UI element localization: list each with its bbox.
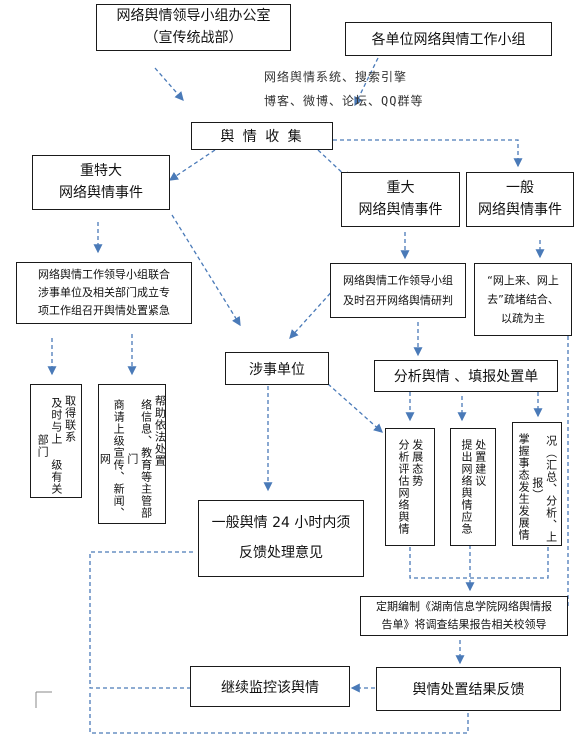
- collect-box: 舆 情 收 集: [191, 122, 333, 150]
- general-action-box: “网上来、网上 去”疏堵结合、 以疏为主: [474, 263, 572, 336]
- continue-monitor-box: 继续监控该舆情: [190, 666, 350, 707]
- major-special-box: 重特大 网络舆情事件: [32, 155, 170, 210]
- special-action-box: 网络舆情工作领导小组联合 涉事单位及相关部门成立专 项工作组召开舆情处置紧急: [16, 262, 192, 324]
- general-line2: 网络舆情事件: [478, 201, 562, 218]
- propose-advice-col1: 提出网络舆情应急: [460, 439, 473, 535]
- unit-group-box: 各单位网络舆情工作小组: [345, 22, 552, 56]
- feedback-24h-box: 一般舆情 24 小时内须 反馈处理意见: [198, 500, 364, 577]
- propose-advice-box: 提出网络舆情应急 处置建议: [450, 428, 496, 546]
- special-action-line3: 项工作组召开舆情处置紧急: [38, 304, 170, 318]
- result-feedback-box: 舆情处置结果反馈: [376, 667, 561, 711]
- involved-unit-label: 涉事单位: [249, 361, 305, 378]
- major-action-box: 网络舆情工作领导小组 及时召开网络舆情研判: [330, 263, 466, 318]
- major-box: 重大 网络舆情事件: [341, 172, 460, 227]
- major-special-line1: 重特大: [80, 162, 122, 179]
- unit-group-label: 各单位网络舆情工作小组: [371, 32, 526, 48]
- analyze-eval-col1: 分析评估网络舆情: [397, 439, 410, 535]
- sources-note-line1: 网络舆情系统、搜索引擎: [264, 70, 408, 84]
- major-special-line2: 网络舆情事件: [59, 184, 143, 201]
- general-action-line1: “网上来、网上: [487, 273, 559, 287]
- collect-label: 舆 情 收 集: [220, 129, 304, 145]
- grasp-situation-box: 掌握事态发生发展情 况（汇总、分析、上报）: [512, 422, 562, 546]
- major-action-line2: 及时召开网络舆情研判: [343, 293, 453, 307]
- major-line1: 重大: [386, 179, 415, 196]
- special-action-line2: 涉事单位及相关部门成立专: [38, 285, 170, 299]
- propose-advice-col2: 处置建议: [473, 439, 487, 487]
- general-action-line3: 以疏为主: [501, 312, 545, 326]
- feedback-24h-line1: 一般舆情 24 小时内须: [211, 515, 351, 532]
- general-line1: 一般: [506, 179, 534, 196]
- office-line2: （宣传统战部）: [144, 29, 243, 46]
- sources-note-line2: 博客、微博、论坛、QQ群等: [264, 94, 424, 108]
- analyze-eval-box: 分析评估网络舆情 发展态势: [385, 428, 435, 546]
- report-superior-col2: 取得联系: [63, 395, 77, 443]
- general-box: 一般 网络舆情事件: [466, 172, 574, 227]
- request-help-col2: 络信息、教育等主管部门: [125, 399, 153, 519]
- request-help-box: 商请上级宣传、新闻、网 络信息、教育等主管部门 帮助依法处置: [98, 384, 166, 524]
- grasp-situation-col2: 况（汇总、分析、上报）: [530, 435, 558, 543]
- report-superior-box: 及时与上 级有关部门 取得联系: [30, 384, 82, 498]
- office-line1: 网络舆情领导小组办公室: [116, 7, 271, 24]
- report-superior-col1: 及时与上 级有关部门: [36, 397, 63, 495]
- request-help-col1: 商请上级宣传、新闻、网: [98, 399, 126, 519]
- feedback-24h-line2: 反馈处理意见: [239, 544, 323, 561]
- regular-report-line2: 告单》将调查结果报告相关校领导: [381, 618, 547, 631]
- major-action-line1: 网络舆情工作领导小组: [343, 273, 453, 287]
- result-feedback-label: 舆情处置结果反馈: [412, 682, 525, 698]
- regular-report-line1: 定期编制《湖南信息学院网络舆情报: [376, 600, 552, 614]
- request-help-col3: 帮助依法处置: [153, 395, 167, 467]
- major-line2: 网络舆情事件: [358, 201, 443, 218]
- analyze-label: 分析舆情 、填报处置单: [393, 369, 539, 385]
- special-action-line1: 网络舆情工作领导小组联合: [38, 267, 170, 281]
- analyze-eval-col2: 发展态势: [410, 439, 424, 487]
- regular-report-box: 定期编制《湖南信息学院网络舆情报 告单》将调查结果报告相关校领导: [360, 596, 568, 636]
- office-box: 网络舆情领导小组办公室 （宣传统战部）: [96, 4, 291, 51]
- grasp-situation-col1: 掌握事态发生发展情: [517, 433, 531, 541]
- general-action-line2: 去”疏堵结合、: [487, 292, 559, 306]
- continue-monitor-label: 继续监控该舆情: [221, 679, 319, 696]
- involved-unit-box: 涉事单位: [225, 352, 329, 385]
- analyze-box: 分析舆情 、填报处置单: [374, 360, 558, 392]
